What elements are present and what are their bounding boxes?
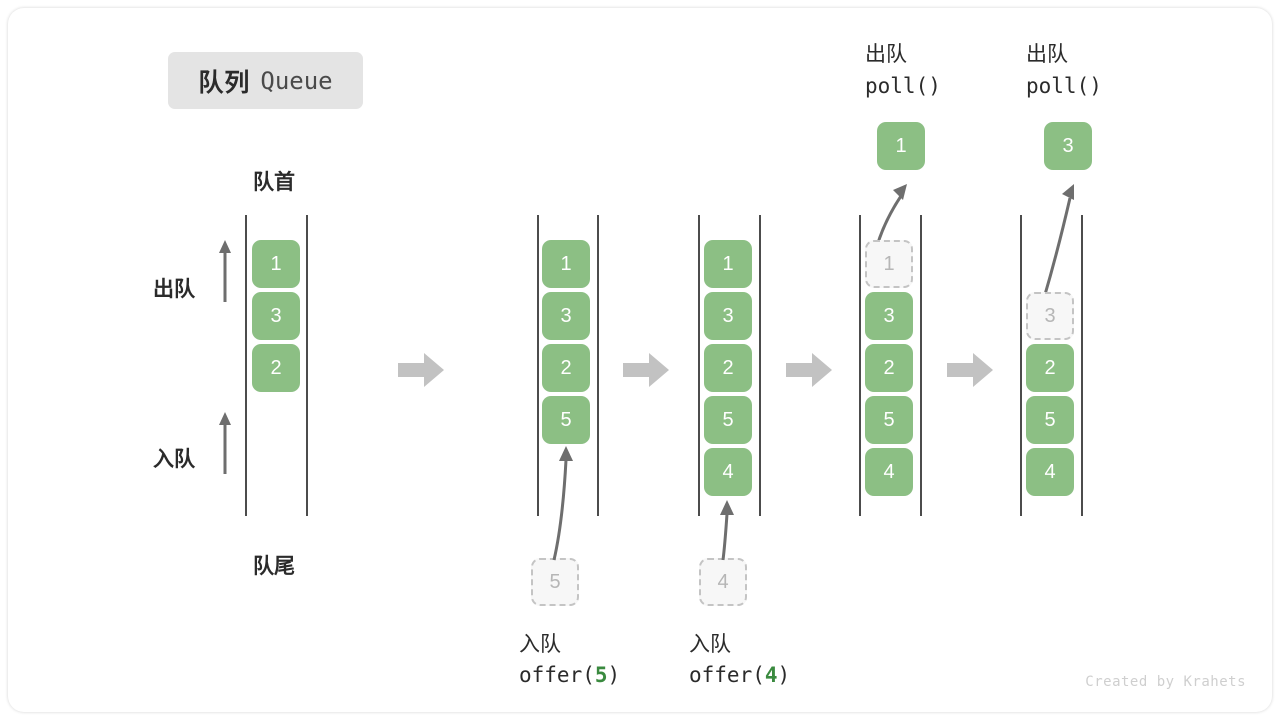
- enqueue-label: 入队: [153, 448, 195, 471]
- queue-element: 3: [704, 292, 752, 340]
- enqueue-curve-arrow-icon: [720, 500, 734, 561]
- queue-element: 1: [542, 240, 590, 288]
- col4-rail-right: [920, 215, 922, 516]
- watermark: Created by Krahets: [1085, 674, 1246, 690]
- queue-element: 5: [1026, 396, 1074, 444]
- col3-rail-left: [698, 215, 700, 516]
- queue-element: 5: [704, 396, 752, 444]
- col1-rail-left: [245, 215, 247, 516]
- dequeue-label: 出队: [153, 278, 195, 301]
- offer4-label-code: offer(4): [689, 663, 791, 687]
- queue-element: 5: [542, 396, 590, 444]
- step-arrow-icon: [786, 353, 832, 387]
- poll-curve-arrow-icon: [875, 184, 907, 247]
- diagram-card: 队列 Queue 队首 1 3 2 出队 入队 队尾 1 3 2 5 5: [8, 8, 1272, 712]
- col2-rail-left: [537, 215, 539, 516]
- queue-element: 4: [865, 448, 913, 496]
- col5-rail-left: [1020, 215, 1022, 516]
- queue-element: 2: [1026, 344, 1074, 392]
- queue-element: 4: [704, 448, 752, 496]
- popped-element: 1: [877, 122, 925, 170]
- queue-element: 3: [252, 292, 300, 340]
- queue-element: 4: [1026, 448, 1074, 496]
- rear-label: 队尾: [253, 555, 295, 578]
- col1-rail-right: [306, 215, 308, 516]
- queue-element: 1: [252, 240, 300, 288]
- queue-element: 1: [704, 240, 752, 288]
- offer5-label-cn: 入队: [519, 633, 561, 656]
- dequeue-arrow-icon: [219, 240, 231, 302]
- col2-rail-right: [597, 215, 599, 516]
- title-en: Queue: [260, 66, 333, 95]
- popped-element: 3: [1044, 122, 1092, 170]
- poll1-label-code: poll(): [865, 74, 941, 98]
- queue-element: 2: [542, 344, 590, 392]
- step-arrow-icon: [398, 353, 444, 387]
- incoming-element-ghost: 4: [699, 558, 747, 606]
- queue-element-ghost: 3: [1026, 292, 1074, 340]
- title-cn: 队列: [198, 68, 251, 97]
- col5-rail-right: [1081, 215, 1083, 516]
- enqueue-curve-arrow-icon: [552, 446, 573, 561]
- queue-element: 3: [865, 292, 913, 340]
- incoming-element-ghost: 5: [531, 558, 579, 606]
- queue-element-ghost: 1: [865, 240, 913, 288]
- poll3-label-cn: 出队: [1026, 43, 1068, 66]
- offer5-label-code: offer(5): [519, 663, 621, 687]
- offer4-label-cn: 入队: [689, 633, 731, 656]
- poll3-label-code: poll(): [1026, 74, 1102, 98]
- step-arrow-icon: [623, 353, 669, 387]
- title-badge: 队列 Queue: [168, 52, 363, 109]
- step-arrow-icon: [947, 353, 993, 387]
- queue-element: 5: [865, 396, 913, 444]
- queue-element: 3: [542, 292, 590, 340]
- poll-curve-arrow-icon: [1042, 184, 1074, 299]
- poll1-label-cn: 出队: [865, 43, 907, 66]
- col3-rail-right: [759, 215, 761, 516]
- queue-element: 2: [252, 344, 300, 392]
- enqueue-arrow-icon: [219, 412, 231, 474]
- col4-rail-left: [859, 215, 861, 516]
- queue-element: 2: [704, 344, 752, 392]
- front-label: 队首: [253, 171, 295, 194]
- queue-element: 2: [865, 344, 913, 392]
